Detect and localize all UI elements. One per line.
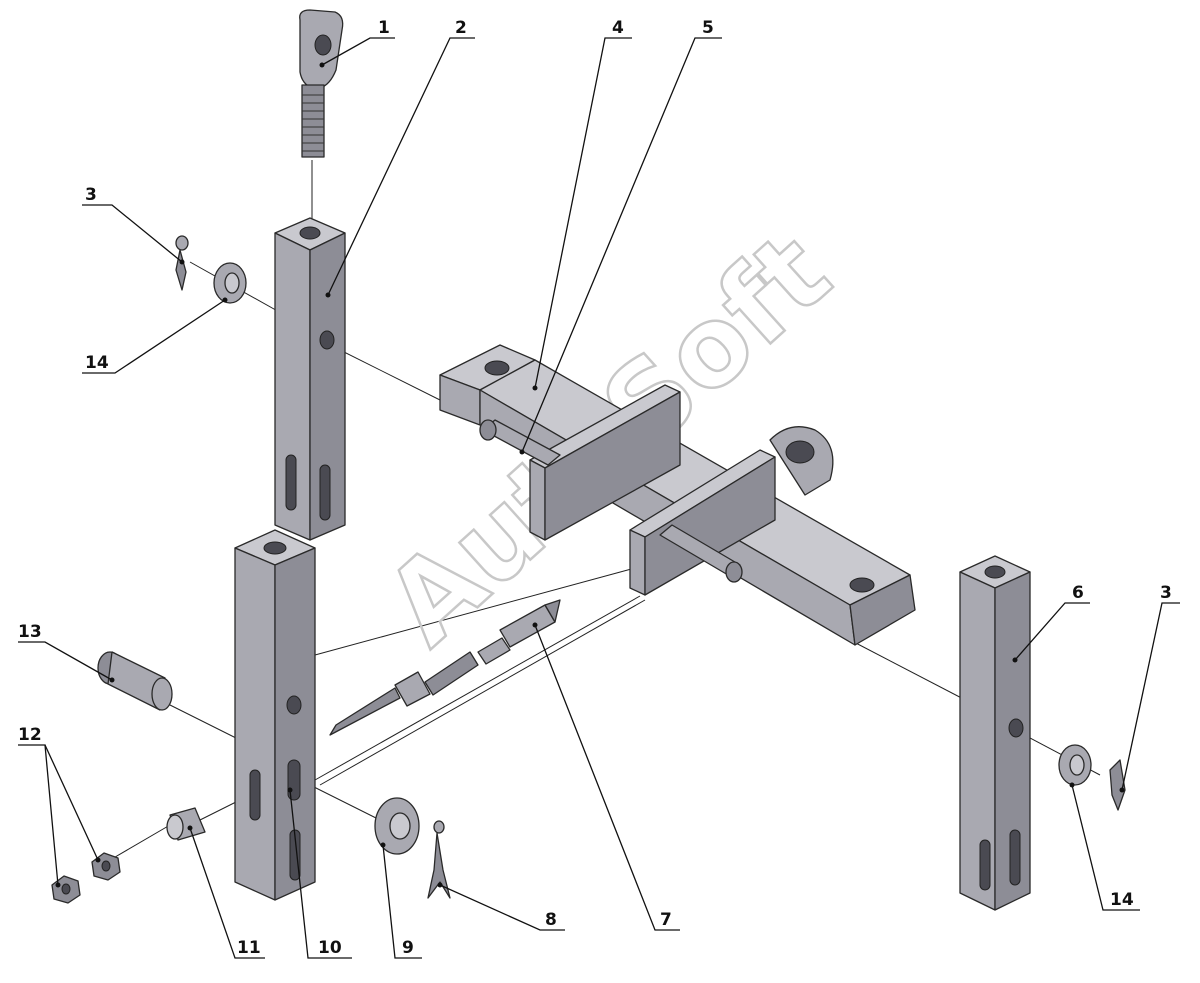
part-8-cotter-pin <box>427 820 451 899</box>
part-14-washer-right <box>1058 744 1092 786</box>
label-10: 10 <box>318 938 342 958</box>
label-1: 1 <box>378 18 390 38</box>
part-14-washer-left <box>213 262 247 304</box>
label-14-left: 14 <box>85 353 109 373</box>
label-8: 8 <box>545 910 557 930</box>
label-11: 11 <box>237 938 261 958</box>
part-4-mount-plates <box>529 384 776 596</box>
part-10-lower-strut <box>234 529 316 901</box>
leader-dots <box>55 62 1125 888</box>
part-2-upper-strut <box>274 217 346 541</box>
label-13: 13 <box>18 622 42 642</box>
label-14-right: 14 <box>1110 890 1134 910</box>
part-5-pin <box>479 419 743 583</box>
label-3-right: 3 <box>1160 583 1172 603</box>
label-9: 9 <box>402 938 414 958</box>
part-6-right-strut <box>959 555 1031 911</box>
label-6: 6 <box>1072 583 1084 603</box>
part-1-eye-bolt <box>299 9 344 158</box>
leader-lines <box>18 37 1180 959</box>
part-7-turnbuckle-rod <box>329 599 561 736</box>
label-3-left: 3 <box>85 185 97 205</box>
label-7: 7 <box>660 910 672 930</box>
part-11-bushing <box>166 807 206 841</box>
callout-labels: 1 2 3 3 4 5 6 7 8 9 10 11 12 13 14 14 <box>18 18 1172 958</box>
assembly-axis-lines <box>109 160 1101 861</box>
part-3-cotter-pin-left <box>175 235 189 291</box>
label-4: 4 <box>612 18 624 38</box>
label-12: 12 <box>18 725 42 745</box>
label-5: 5 <box>702 18 714 38</box>
part-13-head-pin <box>97 651 173 711</box>
label-2: 2 <box>455 18 467 38</box>
part-3-cotter-pin-right <box>1109 759 1126 811</box>
part-9-washer <box>374 797 420 855</box>
part-12-nuts <box>51 852 121 904</box>
